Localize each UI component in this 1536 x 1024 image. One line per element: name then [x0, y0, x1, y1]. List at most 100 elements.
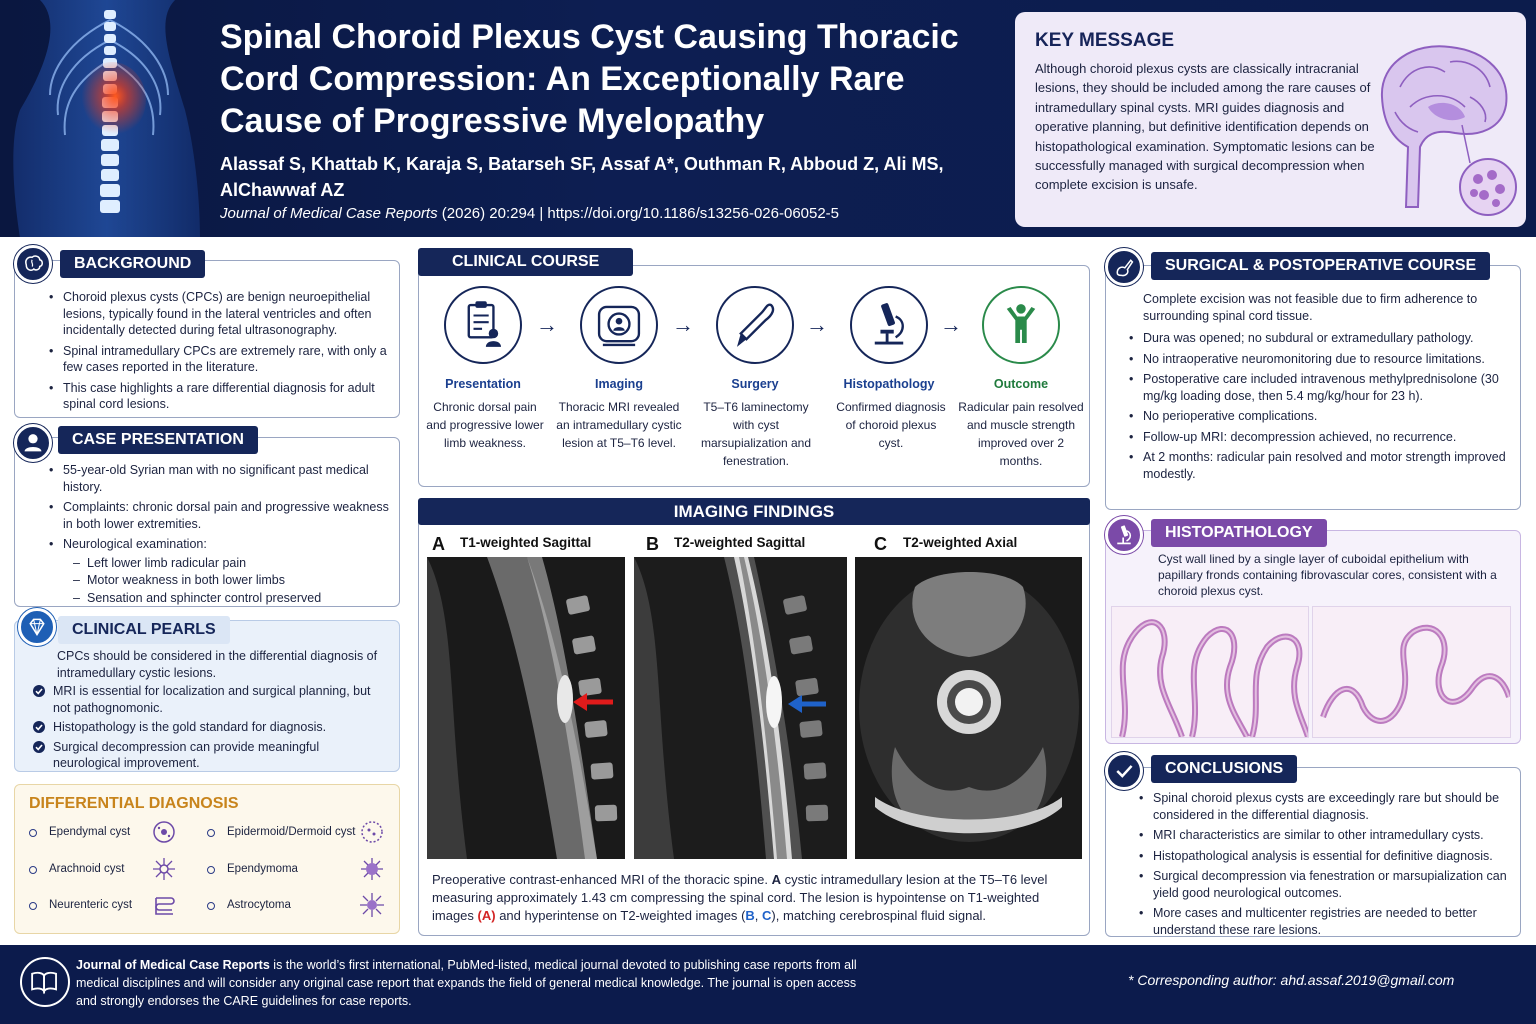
- differential-title: DIFFERENTIAL DIAGNOSIS: [29, 795, 239, 812]
- differential-item: Ependymoma: [207, 863, 298, 875]
- step-text: Thoracic MRI revealed an intramedullary …: [556, 400, 682, 450]
- poster-title: Spinal Choroid Plexus Cyst Causing Thora…: [220, 18, 959, 140]
- step-text: Confirmed diagnosis of choroid plexus cy…: [836, 400, 946, 450]
- caption-ref-b: B: [745, 908, 755, 923]
- footer-description: Journal of Medical Case Reports is the w…: [76, 956, 866, 1010]
- pearl-item: Histopathology is the gold standard for …: [31, 719, 387, 736]
- check-icon: [33, 685, 45, 697]
- brain-icon: [14, 245, 52, 283]
- case-sub-item: Sensation and sphincter control preserve…: [63, 590, 389, 607]
- tumor-icon: [359, 856, 385, 882]
- corresponding-author: * Corresponding author: ahd.assaf.2019@g…: [1128, 972, 1455, 988]
- panel-label-c: T2-weighted Axial: [903, 535, 1018, 550]
- mri-scanner-icon: [580, 286, 658, 364]
- check-icon: [33, 721, 45, 733]
- step-text: Radicular pain resolved and muscle stren…: [958, 400, 1084, 468]
- arrow-icon: →: [536, 312, 558, 337]
- cyst-icon: [359, 819, 385, 845]
- arrow-icon: →: [806, 312, 828, 337]
- mri-t2-axial-image: [855, 557, 1082, 859]
- differential-item: Ependymal cyst: [29, 826, 130, 838]
- case-item: 55-year-old Syrian man with no significa…: [49, 462, 389, 495]
- conclusions-title: CONCLUSIONS: [1151, 755, 1298, 783]
- step-text: Chronic dorsal pain and progressive lowe…: [426, 400, 544, 450]
- histopathology-title: HISTOPATHOLOGY: [1151, 519, 1327, 547]
- author-list: Alassaf S, Khattab K, Karaja S, Batarseh…: [220, 154, 944, 200]
- step-text: T5–T6 laminectomy with cyst marsupializa…: [700, 400, 812, 468]
- caption-text: , matching cerebrospinal fluid signal.: [775, 908, 987, 923]
- surgical-item: Follow-up MRI: decompression achieved, n…: [1129, 429, 1511, 446]
- footer-journal-name: Journal of Medical Case Reports: [76, 958, 270, 972]
- differential-item: Arachnoid cyst: [29, 863, 124, 875]
- key-message-text: Although choroid plexus cysts are classi…: [1035, 61, 1375, 193]
- conclusions-section: Spinal choroid plexus cysts are exceedin…: [1105, 767, 1521, 937]
- differential-item: Neurenteric cyst: [29, 899, 132, 911]
- case-sub-item: Left lower limb radicular pain: [63, 555, 389, 572]
- journal-name: Journal of Medical Case Reports: [220, 205, 438, 222]
- case-item-text: Neurological examination:: [63, 537, 207, 551]
- arrow-icon: →: [940, 312, 962, 337]
- case-item: Complaints: chronic dorsal pain and prog…: [49, 499, 389, 532]
- pearl-item: Surgical decompression can provide meani…: [31, 739, 387, 772]
- header-banner: Spinal Choroid Plexus Cyst Causing Thora…: [0, 0, 1536, 237]
- clipboard-icon: [444, 286, 522, 364]
- clinical-pearls-section: CPCs should be considered in the differe…: [14, 620, 400, 772]
- citation-details: (2026) 20:294 | https://doi.org/10.1186/…: [437, 205, 840, 222]
- astrocyte-icon: [359, 892, 385, 918]
- case-sub-item: Motor weakness in both lower limbs: [63, 572, 389, 589]
- key-message-title: KEY MESSAGE: [1035, 30, 1175, 51]
- surgical-intro: Complete excision was not feasible due t…: [1143, 292, 1478, 323]
- panel-letter-b: B: [646, 534, 659, 554]
- step-title-surgery: Surgery: [731, 377, 779, 391]
- differential-item: Epidermoid/Dermoid cyst: [207, 826, 355, 838]
- case-presentation-title: CASE PRESENTATION: [58, 426, 258, 454]
- background-item: Choroid plexus cysts (CPCs) are benign n…: [49, 289, 389, 339]
- pearl-text: MRI is essential for localization and su…: [53, 684, 371, 715]
- surgical-item: No perioperative complications.: [1129, 408, 1511, 425]
- histology-image-1: [1111, 606, 1309, 738]
- caption-ref-a: (A): [477, 908, 496, 923]
- checkmark-icon: [1105, 752, 1143, 790]
- microscope-icon: [1105, 516, 1143, 554]
- conclusion-item: Surgical decompression via fenestration …: [1139, 868, 1511, 901]
- panel-letter-a: A: [432, 534, 445, 554]
- panel-letter-c: C: [874, 534, 887, 554]
- check-icon: [33, 740, 45, 753]
- conclusion-item: More cases and multicenter registries ar…: [1139, 905, 1511, 938]
- conclusion-item: Spinal choroid plexus cysts are exceedin…: [1139, 790, 1511, 823]
- spider-icon: [151, 856, 177, 882]
- panel-label-b: T2-weighted Sagittal: [674, 535, 806, 550]
- surgical-course-section: Complete excision was not feasible due t…: [1105, 265, 1521, 510]
- key-message-box: KEY MESSAGE Although choroid plexus cyst…: [1015, 12, 1526, 227]
- clinical-pearls-title: CLINICAL PEARLS: [58, 616, 230, 644]
- caption-text: cystic intramedullary lesion at the T5–T…: [432, 872, 1048, 923]
- spine-illustration: [0, 0, 215, 237]
- caption-text: and hyperintense on T2-weighted images: [495, 908, 742, 923]
- case-item: Neurological examination: Left lower lim…: [49, 536, 389, 606]
- diamond-icon: [18, 608, 56, 646]
- person-raised-arms-icon: [982, 286, 1060, 364]
- surgery-hand-icon: [1105, 248, 1143, 286]
- background-item: Spinal intramedullary CPCs are extremely…: [49, 343, 389, 376]
- pearls-intro: CPCs should be considered in the differe…: [57, 649, 378, 680]
- caption-text: Preoperative contrast-enhanced MRI of th…: [432, 872, 772, 887]
- step-title-histopathology: Histopathology: [843, 377, 935, 391]
- mri-t1-sagittal-image: [427, 557, 625, 859]
- step-title-presentation: Presentation: [445, 377, 521, 391]
- microscope-icon: [850, 286, 928, 364]
- clinical-course-title: CLINICAL COURSE: [418, 248, 634, 276]
- arrow-icon: →: [672, 312, 694, 337]
- caption-paren: (: [741, 908, 746, 923]
- cell-icon: [151, 819, 177, 845]
- caption-paren: ): [771, 908, 776, 923]
- case-presentation-section: 55-year-old Syrian man with no significa…: [14, 437, 400, 607]
- scalpel-icon: [716, 286, 794, 364]
- background-item: This case highlights a rare differential…: [49, 380, 389, 413]
- caption-panel-a: A: [771, 872, 782, 887]
- differential-diagnosis-section: DIFFERENTIAL DIAGNOSIS Ependymal cyst Ep…: [14, 784, 400, 934]
- imaging-caption: Preoperative contrast-enhanced MRI of th…: [432, 871, 1082, 925]
- footer: Journal of Medical Case Reports is the w…: [0, 945, 1536, 1024]
- surgical-item: At 2 months: radicular pain resolved and…: [1129, 449, 1511, 482]
- pearl-text: Histopathology is the gold standard for …: [53, 720, 327, 734]
- background-section: Choroid plexus cysts (CPCs) are benign n…: [14, 260, 400, 418]
